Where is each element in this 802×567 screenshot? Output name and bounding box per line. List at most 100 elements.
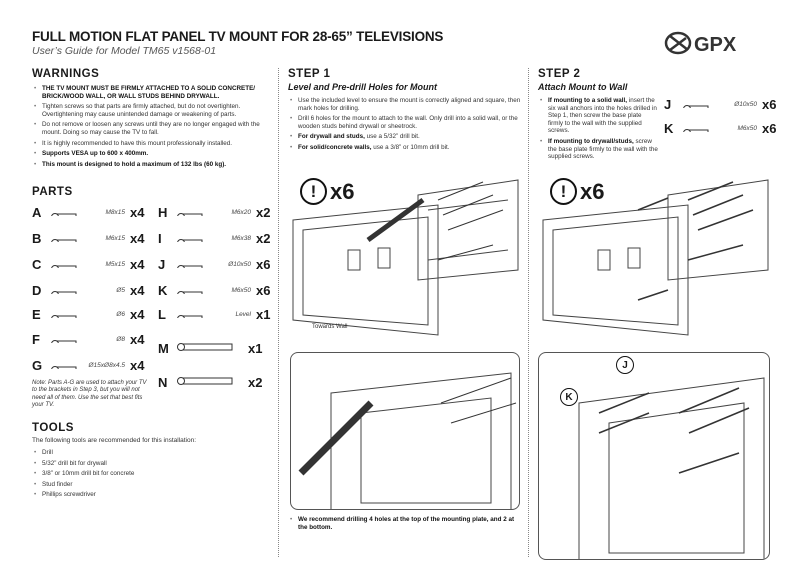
part-letter: L: [158, 306, 166, 322]
part-letter: J: [158, 256, 166, 272]
part-letter: J: [664, 96, 672, 112]
screw-icon: [50, 234, 80, 242]
screw-icon: [50, 208, 80, 216]
list-item: THE TV MOUNT MUST BE FIRMLY ATTACHED TO …: [32, 85, 272, 100]
part-label-j: J: [616, 356, 634, 374]
part-letter: K: [664, 120, 674, 136]
screw-icon: [176, 286, 206, 294]
part-letter: D: [32, 282, 42, 298]
list-item: Drill: [32, 449, 272, 457]
warning-icon: !: [300, 178, 327, 205]
gpx-logo: GPX: [664, 30, 774, 62]
part-item: K M6x50 x6: [664, 120, 776, 136]
tools-section: TOOLS The following tools are recommende…: [32, 422, 272, 502]
part-spec: Ø5: [116, 286, 125, 294]
part-quantity: x4: [130, 306, 145, 322]
part-spec: M6x38: [231, 234, 251, 242]
screw-icon: [50, 361, 80, 369]
warning-icon: !: [550, 178, 577, 205]
part-quantity: x2: [256, 204, 271, 220]
screw-icon: [176, 335, 236, 361]
part-item: I M6x38 x2: [158, 230, 270, 246]
part-item: E Ø6 x4: [32, 306, 144, 322]
step1-footnote: We recommend drilling 4 holes at the top…: [288, 516, 520, 531]
part-quantity: x2: [248, 374, 263, 390]
part-letter: N: [158, 374, 168, 390]
list-item: Use the included level to ensure the mou…: [288, 97, 522, 112]
screw-icon: [682, 124, 712, 132]
document-subtitle: User’s Guide for Model TM65 v1568-01: [32, 45, 217, 57]
list-item: It is highly recommended to have this mo…: [32, 140, 272, 148]
list-item: 3/8” or 10mm drill bit for concrete: [32, 470, 272, 478]
part-spec: M5x15: [105, 260, 125, 268]
mount-drilling-illustration: [292, 179, 519, 336]
part-item: F Ø8 x4: [32, 331, 144, 347]
step2-section: STEP 2 Attach Mount to Wall If mounting …: [538, 68, 798, 164]
part-item: A M8x15 x4: [32, 204, 144, 220]
part-item: C M5x15 x4: [32, 256, 144, 272]
part-spec: M6x20: [231, 208, 251, 216]
part-letter: E: [32, 306, 41, 322]
part-item: N x2: [158, 374, 262, 390]
part-quantity: x4: [130, 204, 145, 220]
step1-detail-box: [290, 352, 520, 510]
warning-count-badge: !x6: [550, 178, 604, 205]
screw-icon: [50, 286, 80, 294]
step1-subheading: Level and Pre-drill Holes for Mount: [288, 82, 438, 92]
part-spec: Ø6: [116, 310, 125, 318]
screw-icon: [176, 260, 206, 268]
list-item: Tighten screws so that parts are firmly …: [32, 103, 272, 118]
part-item: J Ø10x50 x6: [664, 96, 776, 112]
part-quantity: x6: [256, 256, 271, 272]
part-quantity: x6: [762, 96, 777, 112]
part-letter: A: [32, 204, 42, 220]
part-spec: Level: [235, 310, 251, 318]
warnings-heading: WARNINGS: [32, 68, 100, 80]
list-item: 5/32” drill bit for drywall: [32, 460, 272, 468]
part-item: J Ø10x50 x6: [158, 256, 270, 272]
part-quantity: x4: [130, 256, 145, 272]
part-item: H M6x20 x2: [158, 204, 270, 220]
part-quantity: x4: [130, 331, 145, 347]
towards-wall-callout: Towards Wall: [312, 324, 348, 330]
step2-detail-box: [538, 352, 770, 560]
part-spec: Ø10x50: [734, 100, 757, 108]
tools-intro: The following tools are recommended for …: [32, 437, 197, 444]
part-letter: G: [32, 357, 43, 373]
part-item: L Level x1: [158, 306, 270, 322]
part-quantity: x2: [256, 230, 271, 246]
parts-note: Note: Parts A-G are used to attach your …: [32, 380, 147, 409]
part-letter: M: [158, 340, 169, 356]
part-spec: Ø15xØ8x4.5: [88, 361, 126, 369]
part-item: K M6x50 x6: [158, 282, 270, 298]
part-quantity: x4: [130, 230, 145, 246]
screw-icon: [50, 335, 80, 343]
step1-section: STEP 1 Level and Pre-drill Holes for Mou…: [288, 68, 522, 155]
list-item: If mounting to a solid wall, insert the …: [538, 97, 658, 135]
screw-icon: [176, 234, 206, 242]
list-item: Stud finder: [32, 481, 272, 489]
part-spec: M6x50: [231, 286, 251, 294]
part-item: B M6x15 x4: [32, 230, 144, 246]
screw-icon: [50, 310, 80, 318]
list-item: Drill 6 holes for the mount to attach to…: [288, 115, 522, 130]
warnings-section: WARNINGS THE TV MOUNT MUST BE FIRMLY ATT…: [32, 68, 272, 171]
list-item: This mount is designed to hold a maximum…: [32, 161, 272, 169]
part-spec: Ø10x50: [228, 260, 251, 268]
screw-icon: [682, 100, 712, 108]
part-label-k: K: [560, 388, 578, 406]
part-letter: K: [158, 282, 168, 298]
list-item: Phillips screwdriver: [32, 491, 272, 499]
part-quantity: x6: [762, 120, 777, 136]
part-spec: M6x50: [737, 124, 757, 132]
screw-icon: [176, 208, 206, 216]
part-letter: H: [158, 204, 168, 220]
part-spec: M8x15: [105, 208, 125, 216]
mount-attach-illustration: [542, 179, 769, 336]
step2-subheading: Attach Mount to Wall: [538, 82, 628, 92]
column-divider: [528, 68, 529, 557]
list-item: Do not remove or loosen any screws until…: [32, 121, 272, 136]
part-letter: F: [32, 331, 40, 347]
column-divider: [278, 68, 279, 557]
list-item: Supports VESA up to 600 x 400mm.: [32, 150, 272, 158]
